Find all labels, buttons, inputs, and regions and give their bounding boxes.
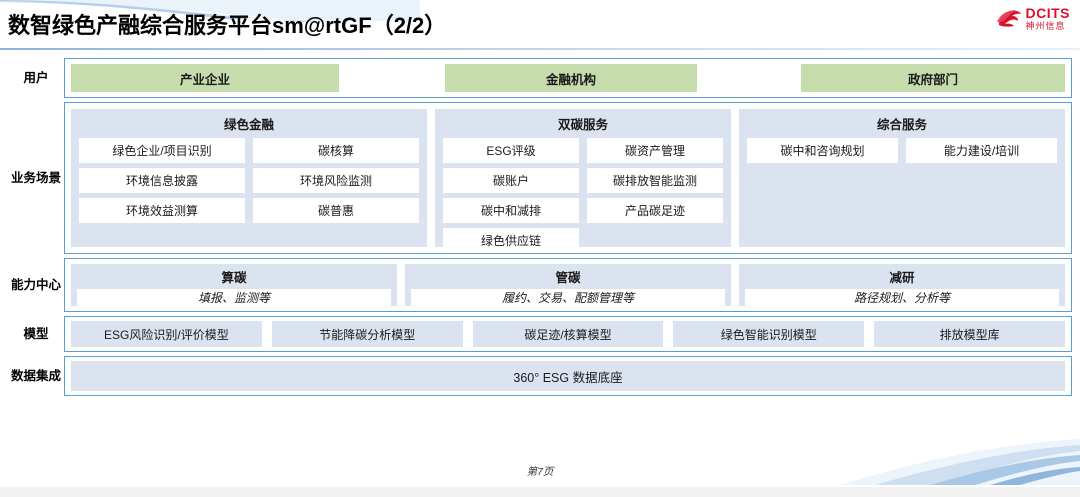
capability-title-calc-carbon: 算碳: [221, 271, 247, 285]
capability-subtitle-reduce-research[interactable]: 路径规划、分析等: [745, 289, 1059, 306]
row-data-integration: 数据集成 360° ESG 数据底座: [8, 356, 1072, 396]
user-box-government[interactable]: 政府部门: [801, 64, 1065, 92]
model-chip-green-smart-id[interactable]: 绿色智能识别模型: [673, 321, 865, 347]
row-label-data-integration: 数据集成: [10, 368, 61, 383]
row-body-business-scenario: 绿色金融 绿色企业/项目识别 碳核算 环境信息披露 环境风险监测 环境效益测算 …: [64, 102, 1072, 254]
page-number: 第7页: [526, 466, 554, 478]
capability-panel-calc-carbon: 算碳 填报、监测等: [71, 264, 397, 306]
page-title: 数智绿色产融综合服务平台sm@rtGF（2/2）: [8, 13, 447, 38]
chip-placeholder: [587, 228, 723, 253]
row-label-users: 用户: [23, 70, 49, 85]
bottom-strip: [0, 487, 1080, 497]
capability-subtitle-manage-carbon[interactable]: 履约、交易、配额管理等: [411, 289, 725, 306]
row-business-scenario: 业务场景 绿色金融 绿色企业/项目识别 碳核算 环境信息披露 环境风险监测 环境…: [8, 102, 1072, 254]
model-chip-energy-saving[interactable]: 节能降碳分析模型: [271, 321, 463, 347]
chip-capacity-building-training[interactable]: 能力建设/培训: [906, 138, 1057, 163]
capability-title-manage-carbon: 管碳: [555, 271, 581, 285]
logo-text-en: DCITS: [1025, 5, 1070, 21]
chip-carbon-neutral-reduction[interactable]: 碳中和减排: [443, 198, 579, 223]
panel-title-comprehensive-service: 综合服务: [876, 118, 927, 132]
capability-panel-manage-carbon: 管碳 履约、交易、配额管理等: [405, 264, 731, 306]
data-foundation-bar[interactable]: 360° ESG 数据底座: [71, 361, 1065, 391]
chip-carbon-emission-monitoring[interactable]: 碳排放智能监测: [587, 168, 723, 193]
model-chip-emission-library[interactable]: 排放模型库: [874, 321, 1065, 347]
chip-env-risk-monitoring[interactable]: 环境风险监测: [253, 168, 419, 193]
chip-green-supply-chain[interactable]: 绿色供应链: [443, 228, 579, 253]
capability-title-reduce-research: 减研: [889, 271, 915, 285]
user-box-industry[interactable]: 产业企业: [71, 64, 339, 92]
chip-carbon-account[interactable]: 碳账户: [443, 168, 579, 193]
capability-panel-reduce-research: 减研 路径规划、分析等: [739, 264, 1065, 306]
logo-text-cn: 神州信息: [1025, 21, 1066, 31]
model-chip-carbon-footprint[interactable]: 碳足迹/核算模型: [472, 321, 664, 347]
row-body-data-integration: 360° ESG 数据底座: [64, 356, 1072, 396]
capability-subtitle-calc-carbon[interactable]: 填报、监测等: [77, 289, 391, 306]
chip-green-enterprise-id[interactable]: 绿色企业/项目识别: [79, 138, 245, 163]
row-label-capability-center: 能力中心: [10, 277, 61, 292]
row-label-business-scenario: 业务场景: [10, 170, 61, 185]
chip-carbon-asset-mgmt[interactable]: 碳资产管理: [587, 138, 723, 163]
panel-green-finance: 绿色金融 绿色企业/项目识别 碳核算 环境信息披露 环境风险监测 环境效益测算 …: [71, 109, 427, 247]
row-users: 用户 产业企业 金融机构 政府部门: [8, 58, 1072, 98]
panel-grid-comprehensive-service: 碳中和咨询规划 能力建设/培训: [747, 138, 1057, 163]
model-chip-esg-risk[interactable]: ESG风险识别/评价模型: [71, 321, 262, 347]
chip-carbon-accounting[interactable]: 碳核算: [253, 138, 419, 163]
slide-header: 数智绿色产融综合服务平台sm@rtGF（2/2） DCITS 神州信息: [0, 0, 1080, 50]
panel-dual-carbon-service: 双碳服务 ESG评级 碳资产管理 碳账户 碳排放智能监测 碳中和减排 产品碳足迹…: [435, 109, 731, 253]
panel-grid-dual-carbon-service: ESG评级 碳资产管理 碳账户 碳排放智能监测 碳中和减排 产品碳足迹 绿色供应…: [443, 138, 723, 253]
panel-title-green-finance: 绿色金融: [223, 118, 274, 132]
dcits-swoosh-icon: [996, 9, 1022, 29]
row-capability-center: 能力中心 算碳 填报、监测等 管碳 履约、交易、配额管理等 减研 路径规划、分析…: [8, 258, 1072, 312]
architecture-diagram: 用户 产业企业 金融机构 政府部门 业务场景 绿色金融 绿色企业/项目识别 碳核…: [8, 58, 1072, 400]
row-body-users: 产业企业 金融机构 政府部门: [64, 58, 1072, 98]
panel-grid-green-finance: 绿色企业/项目识别 碳核算 环境信息披露 环境风险监测 环境效益测算 碳普惠: [79, 138, 419, 223]
panel-comprehensive-service: 综合服务 碳中和咨询规划 能力建设/培训: [739, 109, 1065, 247]
row-body-model: ESG风险识别/评价模型 节能降碳分析模型 碳足迹/核算模型 绿色智能识别模型 …: [64, 316, 1072, 352]
row-label-model: 模型: [23, 326, 49, 341]
title-divider: [0, 48, 1080, 50]
panel-title-dual-carbon-service: 双碳服务: [557, 118, 608, 132]
chip-env-benefit-calc[interactable]: 环境效益测算: [79, 198, 245, 223]
row-body-capability-center: 算碳 填报、监测等 管碳 履约、交易、配额管理等 减研 路径规划、分析等: [64, 258, 1072, 312]
chip-esg-rating[interactable]: ESG评级: [443, 138, 579, 163]
chip-product-carbon-footprint[interactable]: 产品碳足迹: [587, 198, 723, 223]
user-box-financial[interactable]: 金融机构: [445, 64, 697, 92]
row-model: 模型 ESG风险识别/评价模型 节能降碳分析模型 碳足迹/核算模型 绿色智能识别…: [8, 316, 1072, 352]
chip-carbon-neutral-consulting[interactable]: 碳中和咨询规划: [747, 138, 898, 163]
chip-carbon-inclusive[interactable]: 碳普惠: [253, 198, 419, 223]
chip-env-info-disclosure[interactable]: 环境信息披露: [79, 168, 245, 193]
brand-logo: DCITS 神州信息: [996, 6, 1071, 31]
